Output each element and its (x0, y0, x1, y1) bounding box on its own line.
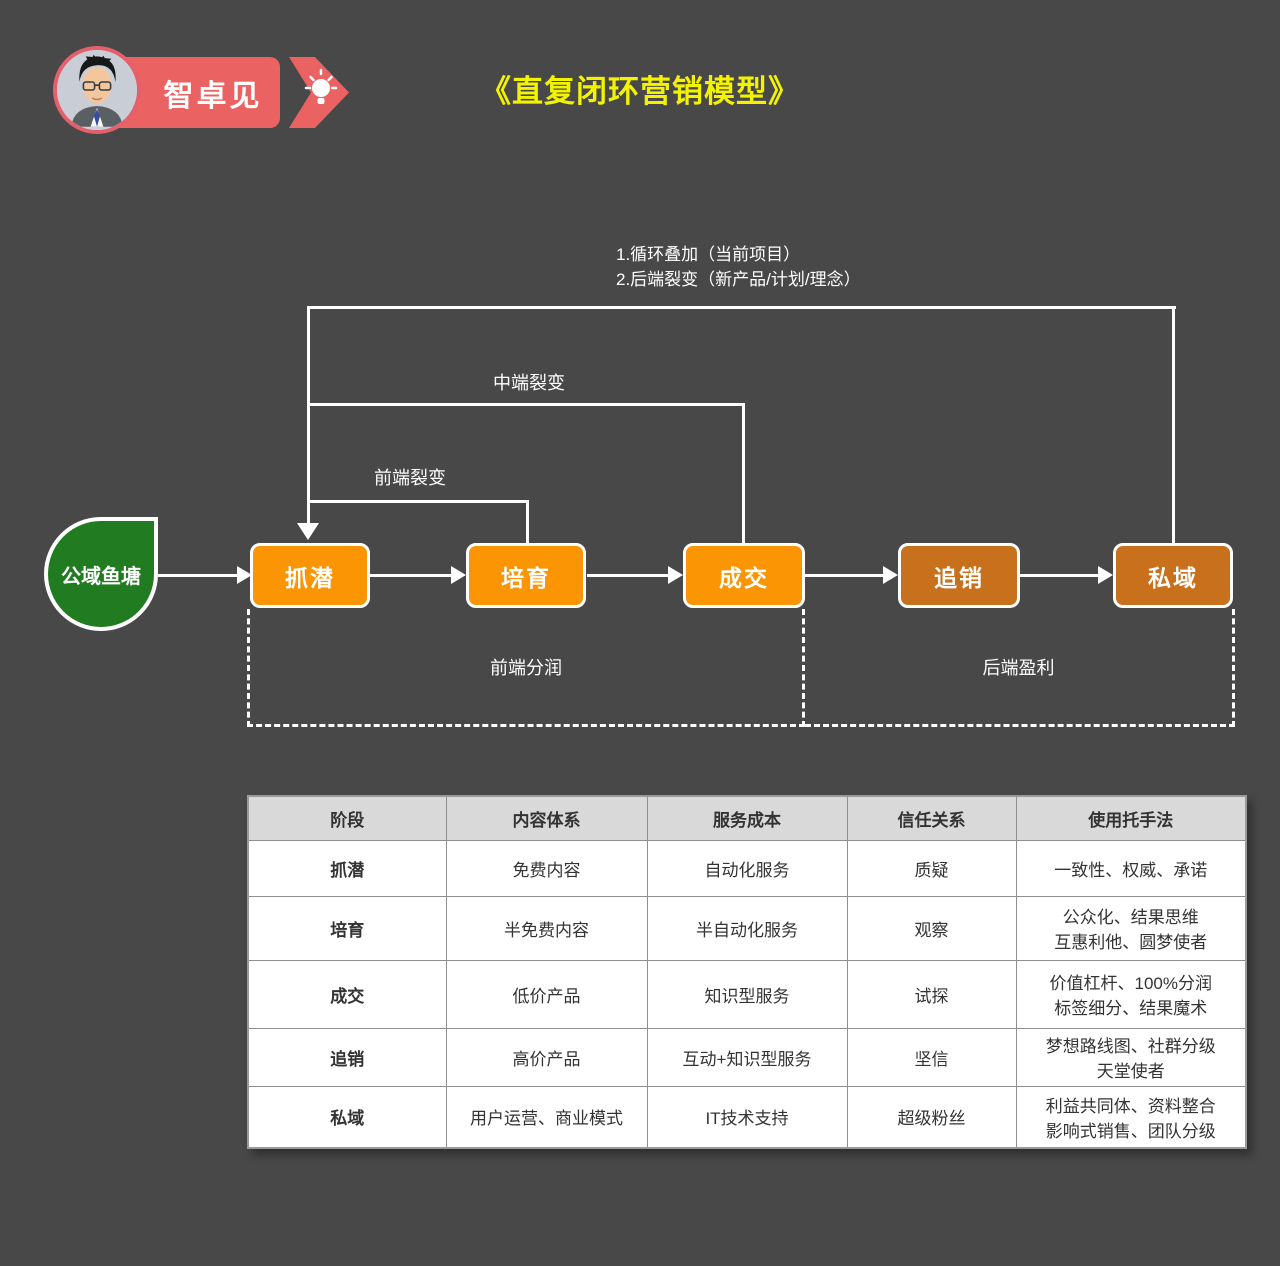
author-badge-label: 智卓见 (163, 79, 263, 113)
cell-content: 免费内容 (445, 839, 648, 897)
flow-line-stage4-to-stage5 (1020, 574, 1098, 577)
front-loop-right-vertical-line (526, 500, 529, 545)
mid-loop-horizontal-line (308, 403, 745, 406)
table-row: 追销 高价产品 互动+知识型服务 坚信 梦想路线图、社群分级 天堂使者 (247, 1027, 1247, 1087)
cell-stage: 追销 (247, 1027, 447, 1087)
cell-method: 价值杠杆、100%分润 标签细分、结果魔术 (1015, 959, 1247, 1029)
front-loop-horizontal-line (308, 500, 529, 503)
cell-content: 半免费内容 (445, 895, 648, 961)
node-stage-siyu: 私域 (1113, 543, 1233, 608)
node-stage-zhuaqian: 抓潜 (250, 543, 370, 608)
top-loop-annotation: 1.循环叠加（当前项目） 2.后端裂变（新产品/计划/理念） (616, 245, 861, 289)
node-label: 私域 (1148, 564, 1198, 591)
cell-content: 用户运营、商业模式 (445, 1085, 648, 1149)
stage-detail-table: 阶段 内容体系 服务成本 信任关系 使用托手法 抓潜 免费内容 自动化服务 质疑… (247, 795, 1247, 1149)
loop-arrowhead-into-first-stage (297, 523, 319, 540)
avatar (53, 46, 141, 134)
flow-arrowhead-1 (237, 566, 252, 584)
cell-trust: 坚信 (846, 1027, 1017, 1087)
zone-label: 前端分润 (490, 657, 562, 678)
lightbulb-icon (304, 68, 338, 104)
zone-frontend-profit-sharing: 前端分润 (247, 609, 805, 727)
node-label: 追销 (934, 564, 984, 591)
cell-trust: 质疑 (846, 839, 1017, 897)
mid-loop-label: 中端裂变 (493, 373, 565, 393)
zone-backend-profit: 后端盈利 (805, 609, 1235, 727)
cell-service: IT技术支持 (646, 1085, 848, 1149)
node-label: 培育 (501, 564, 551, 591)
node-label: 成交 (719, 564, 769, 591)
flow-arrowhead-3 (668, 566, 683, 584)
cell-stage: 抓潜 (247, 839, 447, 897)
cell-service: 知识型服务 (646, 959, 848, 1029)
top-loop-right-vertical-line (1172, 306, 1175, 545)
flow-arrowhead-4 (883, 566, 898, 584)
table-row: 抓潜 免费内容 自动化服务 质疑 一致性、权威、承诺 (247, 839, 1247, 897)
avatar-cartoon-man (57, 50, 137, 130)
cell-method: 一致性、权威、承诺 (1015, 839, 1247, 897)
column-header: 服务成本 (646, 795, 848, 841)
zone-label: 后端盈利 (982, 657, 1055, 678)
node-public-fishpond: 公域鱼塘 (44, 517, 158, 631)
column-header: 使用托手法 (1015, 795, 1247, 841)
node-stage-zhuixiao: 追销 (898, 543, 1020, 608)
cell-trust: 超级粉丝 (846, 1085, 1017, 1149)
flow-line-stage1-to-stage2 (370, 574, 451, 577)
node-label: 抓潜 (285, 564, 335, 591)
cell-service: 半自动化服务 (646, 895, 848, 961)
cell-method: 公众化、结果思维 互惠利他、圆梦使者 (1015, 895, 1247, 961)
top-loop-horizontal-line (308, 306, 1176, 309)
node-label: 公域鱼塘 (61, 565, 141, 588)
table-row: 培育 半免费内容 半自动化服务 观察 公众化、结果思维 互惠利他、圆梦使者 (247, 895, 1247, 961)
front-loop-label: 前端裂变 (374, 468, 446, 488)
cell-stage: 培育 (247, 895, 447, 961)
badge-arrow-ribbon (289, 57, 349, 128)
flow-line-stage2-to-stage3 (587, 574, 668, 577)
cell-method: 利益共同体、资料整合 影响式销售、团队分级 (1015, 1085, 1247, 1149)
table-row: 私域 用户运营、商业模式 IT技术支持 超级粉丝 利益共同体、资料整合 影响式销… (247, 1085, 1247, 1149)
table-header-row: 阶段 内容体系 服务成本 信任关系 使用托手法 (247, 795, 1247, 841)
flow-line-source-to-stage1 (158, 574, 237, 577)
column-header: 信任关系 (846, 795, 1017, 841)
column-header: 内容体系 (445, 795, 648, 841)
cell-trust: 试探 (846, 959, 1017, 1029)
cell-content: 低价产品 (445, 959, 648, 1029)
cell-service: 互动+知识型服务 (646, 1027, 848, 1087)
node-stage-chengjiao: 成交 (683, 543, 805, 608)
flow-arrowhead-5 (1098, 566, 1113, 584)
cell-trust: 观察 (846, 895, 1017, 961)
flow-line-stage3-to-stage4 (805, 574, 883, 577)
node-stage-peiyu: 培育 (466, 543, 586, 608)
cell-stage: 私域 (247, 1085, 447, 1149)
cell-method: 梦想路线图、社群分级 天堂使者 (1015, 1027, 1247, 1087)
table-row: 成交 低价产品 知识型服务 试探 价值杠杆、100%分润 标签细分、结果魔术 (247, 959, 1247, 1029)
page-title: 《直复闭环营销模型》 (480, 74, 800, 109)
cell-service: 自动化服务 (646, 839, 848, 897)
loop-left-vertical-line (307, 306, 310, 524)
column-header: 阶段 (247, 795, 447, 841)
mid-loop-right-vertical-line (742, 403, 745, 545)
flow-arrowhead-2 (451, 566, 466, 584)
cell-content: 高价产品 (445, 1027, 648, 1087)
cell-stage: 成交 (247, 959, 447, 1029)
